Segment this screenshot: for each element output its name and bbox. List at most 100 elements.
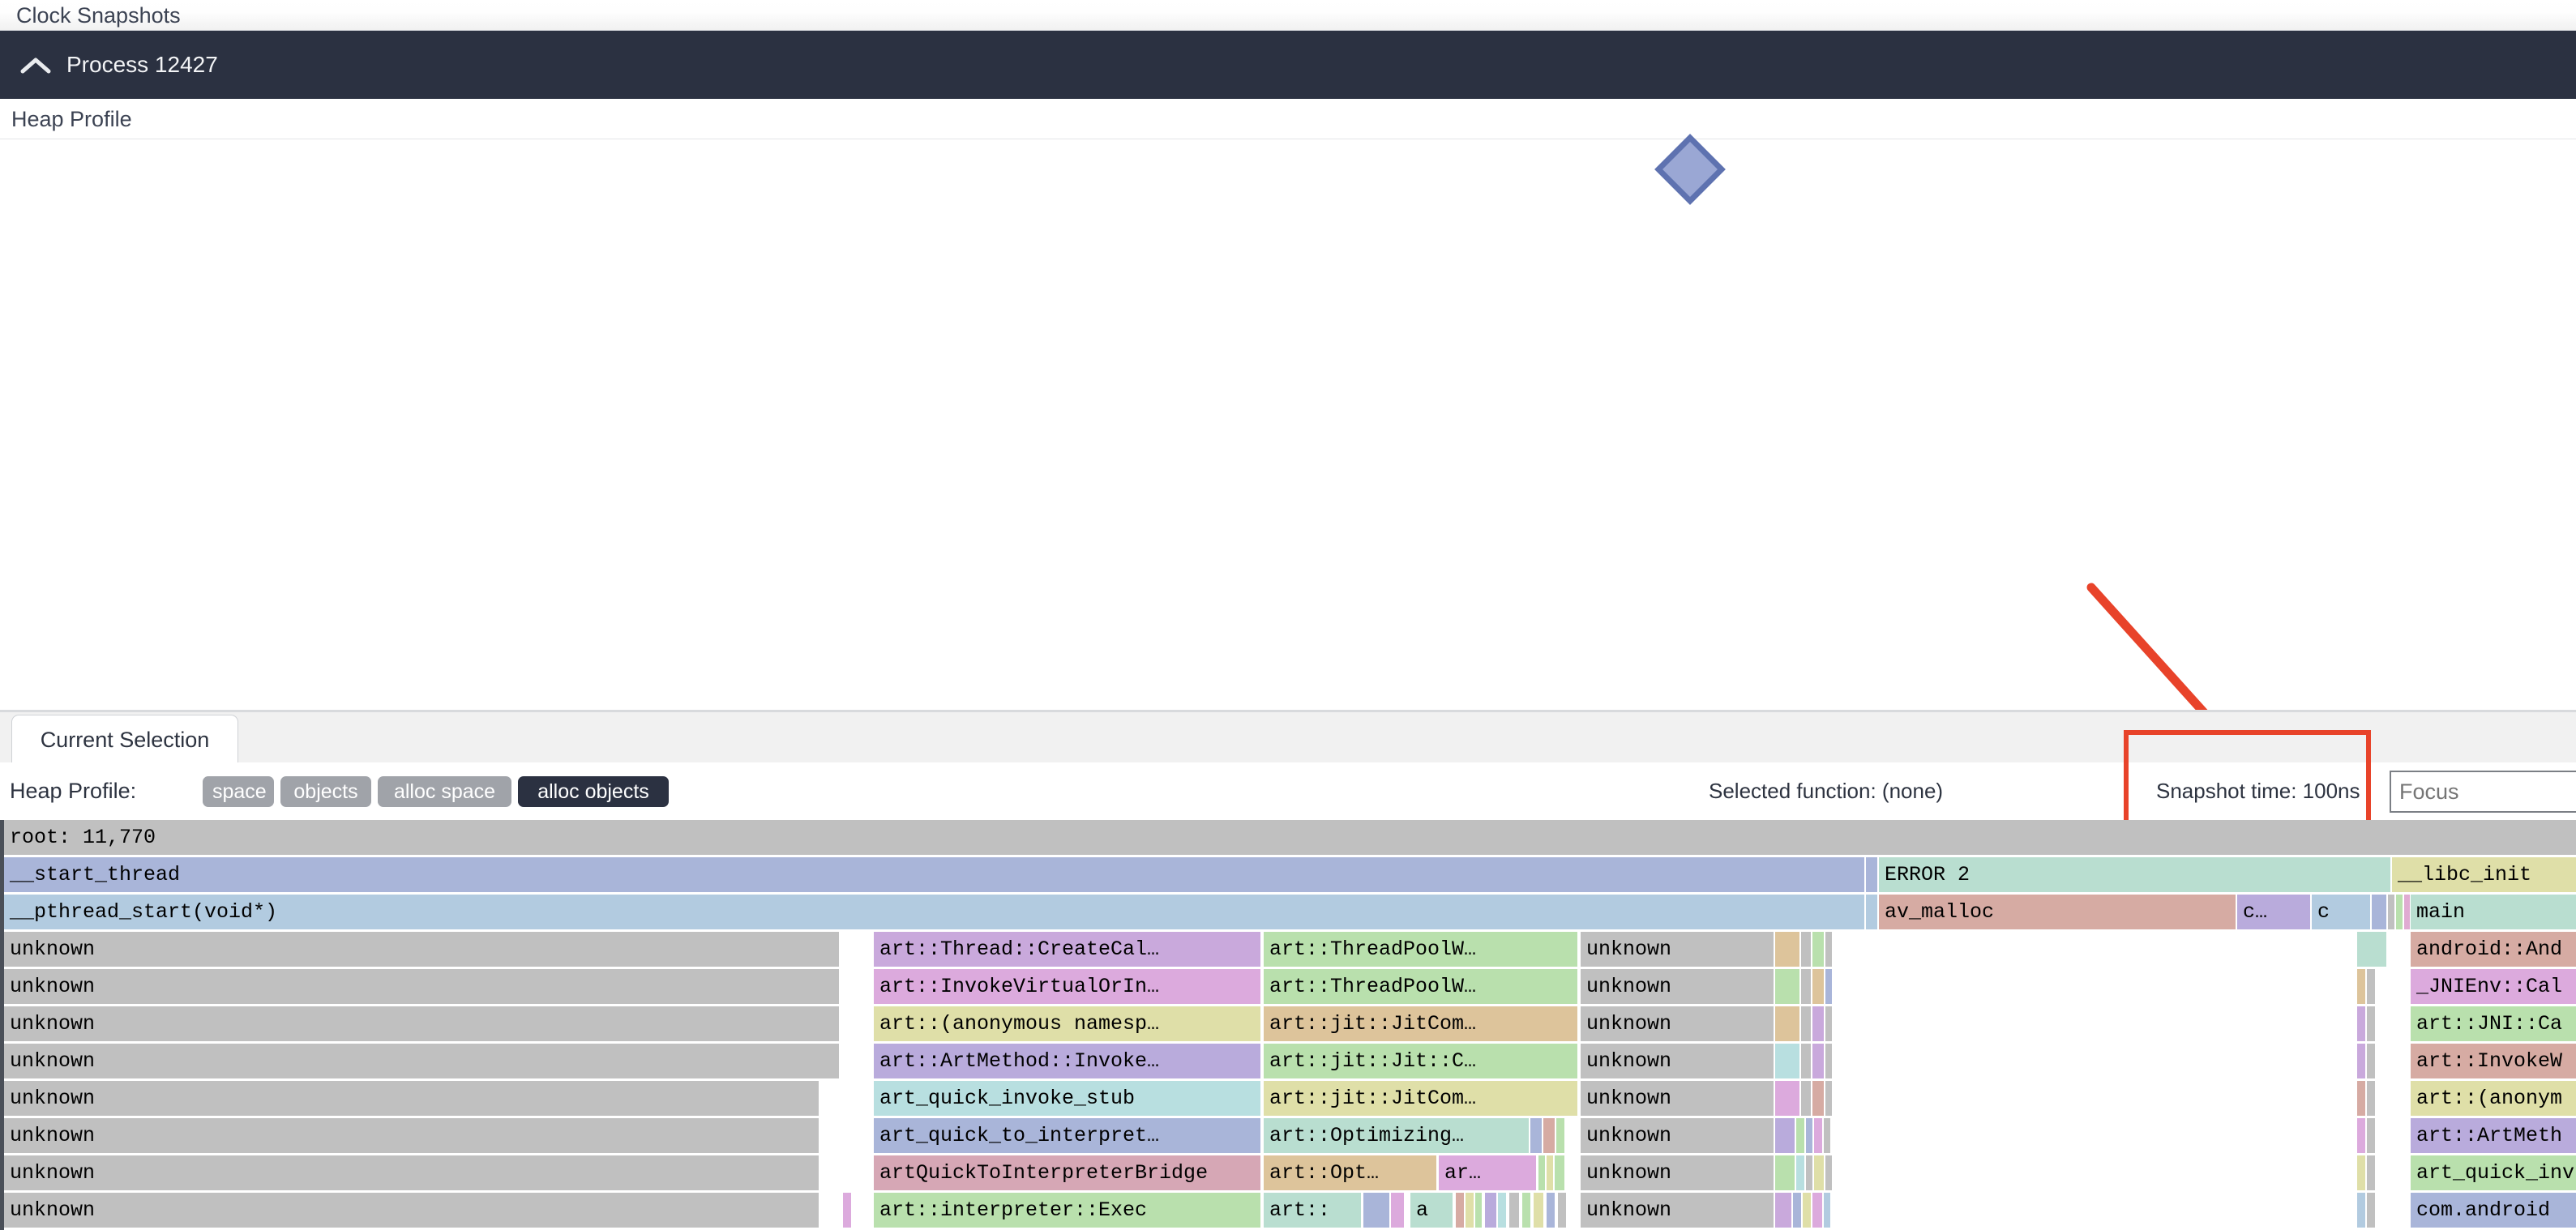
flamegraph-frame-narrow[interactable]	[2367, 1118, 2375, 1153]
flamegraph-frame[interactable]: main	[2411, 895, 2576, 929]
flamegraph-frame-narrow[interactable]	[1812, 1081, 1824, 1116]
flamegraph-frame-narrow[interactable]	[1391, 1193, 1404, 1228]
flamegraph-frame-narrow[interactable]	[2357, 1081, 2365, 1116]
flamegraph-frame[interactable]: art::InvokeW	[2411, 1044, 2576, 1078]
flamegraph-frame-narrow[interactable]	[1485, 1193, 1496, 1228]
flamegraph-frame-narrow[interactable]	[1534, 1193, 1543, 1228]
flamegraph-frame[interactable]: ERROR 2	[1879, 857, 2390, 892]
focus-input[interactable]	[2390, 771, 2576, 813]
flamegraph-frame-narrow[interactable]	[1812, 1006, 1824, 1041]
flamegraph-frame-narrow[interactable]	[1363, 1193, 1389, 1228]
flamegraph-frame-narrow[interactable]	[1825, 969, 1832, 1004]
flamegraph-frame[interactable]: unknown	[4, 1155, 819, 1190]
flamegraph-frame[interactable]: unknown	[1581, 1044, 1774, 1078]
flamegraph-frame[interactable]: art::ThreadPoolW…	[1264, 932, 1577, 967]
flamegraph-frame-narrow[interactable]	[1806, 1118, 1812, 1153]
flamegraph-frame[interactable]: unknown	[1581, 1006, 1774, 1041]
flamegraph-frame[interactable]: com.android	[2411, 1193, 2576, 1228]
timeline-row-heap-profile[interactable]: Heap Profile	[0, 99, 2576, 139]
flamegraph-frame-narrow[interactable]	[2367, 1155, 2375, 1190]
flamegraph-frame[interactable]: unknown	[1581, 1193, 1774, 1228]
flamegraph-frame-narrow[interactable]	[1775, 1193, 1791, 1228]
flamegraph-frame[interactable]: art_quick_invoke_stub	[874, 1081, 1260, 1116]
metric-button-alloc-space[interactable]: alloc space	[378, 776, 511, 807]
flamegraph-frame-narrow[interactable]	[1866, 895, 1877, 929]
flamegraph-frame-narrow[interactable]	[1812, 932, 1824, 967]
flamegraph-frame[interactable]: unknown	[4, 969, 839, 1004]
flamegraph-frame-narrow[interactable]	[1775, 1044, 1799, 1078]
flamegraph-frame[interactable]: unknown	[1581, 1155, 1774, 1190]
flamegraph-frame-narrow[interactable]	[1522, 1193, 1530, 1228]
flamegraph-frame[interactable]: art::interpreter::Exec	[874, 1193, 1260, 1228]
flamegraph-frame[interactable]: __libc_init	[2392, 857, 2576, 892]
flamegraph-frame-narrow[interactable]	[2357, 932, 2386, 967]
flamegraph-frame-narrow[interactable]	[1558, 1193, 1566, 1228]
flamegraph-frame[interactable]: av_malloc	[1879, 895, 2236, 929]
flamegraph-frame-narrow[interactable]	[1825, 1081, 1832, 1116]
flamegraph-frame-narrow[interactable]	[1775, 1155, 1795, 1190]
flamegraph-frame-narrow[interactable]	[1498, 1193, 1506, 1228]
flamegraph-frame[interactable]: art::jit::JitCom…	[1264, 1081, 1577, 1116]
flamegraph-frame[interactable]: c…	[2237, 895, 2310, 929]
flamegraph-frame-narrow[interactable]	[1538, 1155, 1545, 1190]
flamegraph-frame-narrow[interactable]	[1812, 969, 1824, 1004]
flamegraph-frame-narrow[interactable]	[1456, 1193, 1464, 1228]
flamegraph-frame[interactable]: art::jit::JitCom…	[1264, 1006, 1577, 1041]
flamegraph-frame[interactable]: art::InvokeVirtualOrIn…	[874, 969, 1260, 1004]
flamegraph-frame[interactable]: art::ThreadPoolW…	[1264, 969, 1577, 1004]
flamegraph-frame-narrow[interactable]	[1825, 1155, 1832, 1190]
flamegraph-frame[interactable]: unknown	[4, 1044, 839, 1078]
flamegraph-frame[interactable]: a	[1410, 1193, 1453, 1228]
flamegraph-frame[interactable]: art::ArtMethod::Invoke…	[874, 1044, 1260, 1078]
flamegraph-frame-narrow[interactable]	[2372, 895, 2386, 929]
flamegraph-frame-narrow[interactable]	[1796, 1155, 1804, 1190]
flamegraph-frame-narrow[interactable]	[1543, 1118, 1555, 1153]
flamegraph-frame-narrow[interactable]	[1793, 1193, 1801, 1228]
flamegraph-frame-narrow[interactable]	[1775, 932, 1799, 967]
flamegraph-frame-narrow[interactable]	[1509, 1193, 1519, 1228]
flamegraph-frame-narrow[interactable]	[1801, 1006, 1811, 1041]
flamegraph-frame-narrow[interactable]	[1801, 1044, 1811, 1078]
metric-button-objects[interactable]: objects	[280, 776, 371, 807]
flamegraph-frame-narrow[interactable]	[1547, 1155, 1553, 1190]
tab-current-selection[interactable]: Current Selection	[11, 715, 238, 765]
timeline-row-process[interactable]: Process 12427	[0, 31, 2576, 99]
flamegraph-frame[interactable]: unknown	[1581, 1118, 1774, 1153]
flamegraph-frame[interactable]: art::(anonymous namesp…	[874, 1006, 1260, 1041]
flamegraph-frame-narrow[interactable]	[1555, 1155, 1564, 1190]
flamegraph-frame[interactable]: unknown	[4, 1081, 819, 1116]
flamegraph-frame-narrow[interactable]	[1812, 1044, 1824, 1078]
flamegraph-frame[interactable]: art::Optimizing…	[1264, 1118, 1529, 1153]
flamegraph-frame-narrow[interactable]	[843, 1193, 851, 1228]
flamegraph-frame-narrow[interactable]	[1866, 857, 1877, 892]
flamegraph-frame[interactable]: unknown	[4, 1118, 819, 1153]
flamegraph-frame-narrow[interactable]	[1466, 1193, 1474, 1228]
flamegraph-frame[interactable]: __pthread_start(void*)	[4, 895, 1864, 929]
flamegraph-frame-narrow[interactable]	[1775, 1118, 1795, 1153]
flamegraph-frame[interactable]: unknown	[1581, 932, 1774, 967]
flamegraph-frame[interactable]: unknown	[1581, 1081, 1774, 1116]
flamegraph-frame-narrow[interactable]	[1825, 1006, 1832, 1041]
flamegraph-frame[interactable]: _JNIEnv::Cal	[2411, 969, 2576, 1004]
metric-button-space[interactable]: space	[203, 776, 274, 807]
flamegraph-frame-narrow[interactable]	[1814, 1155, 1824, 1190]
flamegraph-frame[interactable]: unknown	[1581, 969, 1774, 1004]
flamegraph-frame[interactable]: art::	[1264, 1193, 1361, 1228]
flamegraph-frame[interactable]: __start_thread	[4, 857, 1864, 892]
flamegraph-frame-narrow[interactable]	[2357, 1155, 2365, 1190]
flamegraph-frame-narrow[interactable]	[2388, 895, 2394, 929]
flamegraph-frame[interactable]: unknown	[4, 932, 839, 967]
flamegraph-frame[interactable]: art::JNI::Ca	[2411, 1006, 2576, 1041]
flamegraph-frame-narrow[interactable]	[2367, 1193, 2375, 1228]
flamegraph-frame[interactable]: unknown	[4, 1006, 839, 1041]
flamegraph-frame-narrow[interactable]	[1814, 1118, 1822, 1153]
flamegraph-frame-narrow[interactable]	[1775, 969, 1799, 1004]
flamegraph-frame-narrow[interactable]	[2367, 1081, 2375, 1116]
flamegraph-frame[interactable]: art::(anonym	[2411, 1081, 2576, 1116]
flamegraph-frame-narrow[interactable]	[1475, 1193, 1482, 1228]
flamegraph-frame[interactable]: artQuickToInterpreterBridge	[874, 1155, 1260, 1190]
flamegraph-frame[interactable]: art_quick_to_interpret…	[874, 1118, 1260, 1153]
flamegraph-frame-narrow[interactable]	[1803, 1193, 1811, 1228]
flamegraph-frame-narrow[interactable]	[1801, 932, 1811, 967]
